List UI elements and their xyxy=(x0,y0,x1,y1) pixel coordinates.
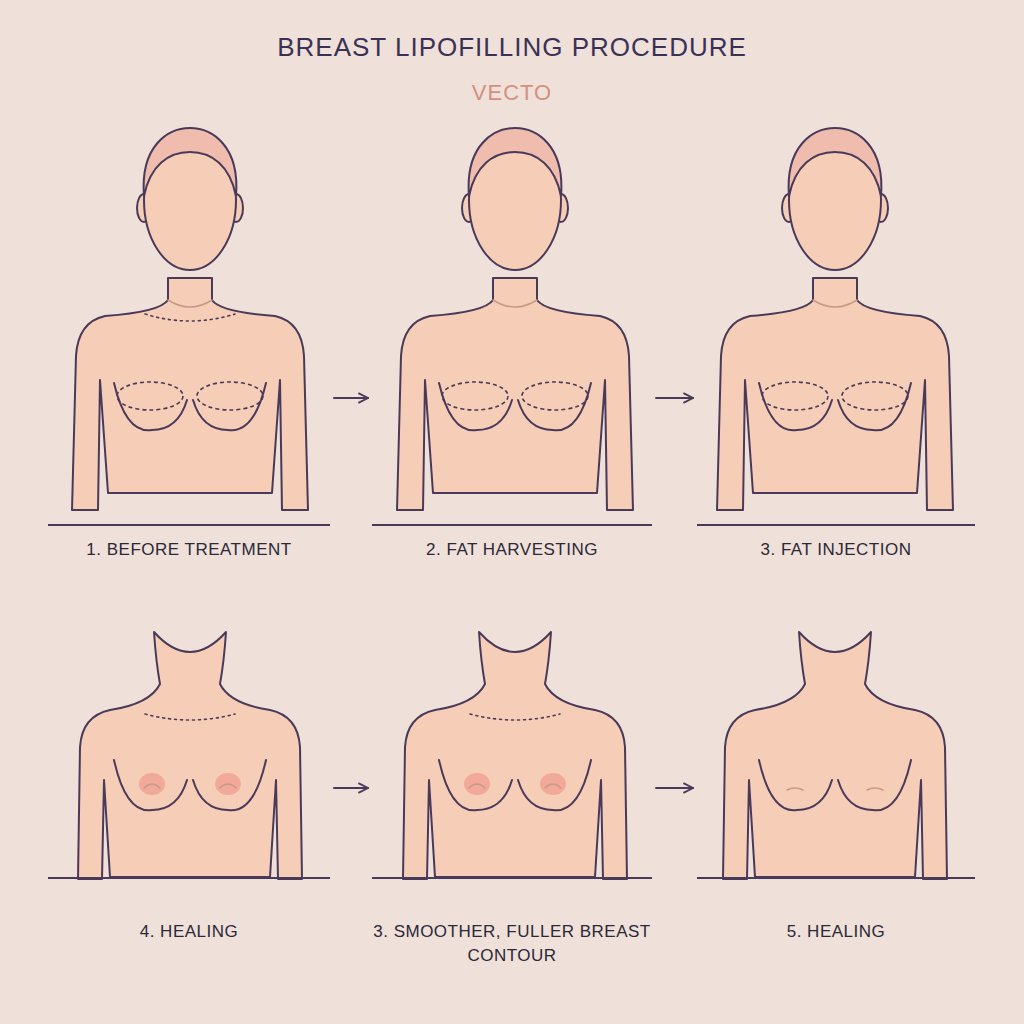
torso-figure xyxy=(723,632,947,879)
marking-ellipse xyxy=(442,382,508,410)
baseline xyxy=(697,524,975,526)
marking-ellipse xyxy=(522,382,588,410)
step-caption: 4. HEALING xyxy=(48,920,330,944)
baseline xyxy=(48,525,975,878)
marking-ellipse xyxy=(842,382,908,410)
torso-figure xyxy=(78,632,302,879)
baseline xyxy=(697,877,975,879)
baseline xyxy=(372,877,652,879)
torso-figure xyxy=(717,128,953,510)
areola xyxy=(464,773,490,795)
diagram-title: BREAST LIPOFILLING PROCEDURE xyxy=(0,32,1024,63)
baseline xyxy=(48,524,330,526)
marking-line xyxy=(145,714,235,720)
areola xyxy=(540,773,566,795)
baseline xyxy=(48,877,330,879)
contour-mark xyxy=(144,784,160,788)
step-arrow xyxy=(656,397,693,399)
step-caption: 2. FAT HARVESTING xyxy=(372,538,652,562)
torso-figure xyxy=(397,128,633,510)
step-panel: 5. HEALING xyxy=(697,630,975,990)
contour-mark xyxy=(787,788,803,790)
areola xyxy=(215,773,241,795)
areola xyxy=(139,773,165,795)
marking-ellipse xyxy=(762,382,828,410)
step-arrow xyxy=(656,787,693,789)
step-caption: 5. HEALING xyxy=(697,920,975,944)
contour-mark xyxy=(545,784,561,788)
marking-ellipse xyxy=(197,382,263,410)
contour-mark xyxy=(220,784,236,788)
marking-line xyxy=(145,314,235,321)
step-caption: 3. FAT INJECTION xyxy=(697,538,975,562)
torso-figure xyxy=(403,632,627,879)
baseline xyxy=(372,524,652,526)
torso-figure xyxy=(723,632,947,879)
torso-figure xyxy=(72,128,308,510)
step-caption: 3. SMOOTHER, FULLER BREAST CONTOUR xyxy=(372,920,652,968)
subtitle-label: VECTO xyxy=(0,80,1024,106)
step-panel: 2. FAT HARVESTING xyxy=(372,128,652,568)
torso-figure xyxy=(403,632,627,879)
step-panel: 3. SMOOTHER, FULLER BREAST CONTOUR xyxy=(372,630,652,990)
marking-line xyxy=(470,714,560,720)
step-arrow xyxy=(334,397,368,399)
step-arrow xyxy=(334,787,368,789)
contour-mark xyxy=(469,784,485,788)
step-panel: 4. HEALING xyxy=(48,630,330,990)
torso-figure xyxy=(72,128,308,510)
contour-mark xyxy=(867,788,883,790)
torso-figure xyxy=(397,128,633,510)
marking-ellipse xyxy=(117,382,183,410)
torso-figure xyxy=(78,632,302,879)
step-panel: 1. BEFORE TREATMENT xyxy=(48,128,330,568)
step-caption: 1. BEFORE TREATMENT xyxy=(48,538,330,562)
torso-figure xyxy=(717,128,953,510)
step-panel: 3. FAT INJECTION xyxy=(697,128,975,568)
